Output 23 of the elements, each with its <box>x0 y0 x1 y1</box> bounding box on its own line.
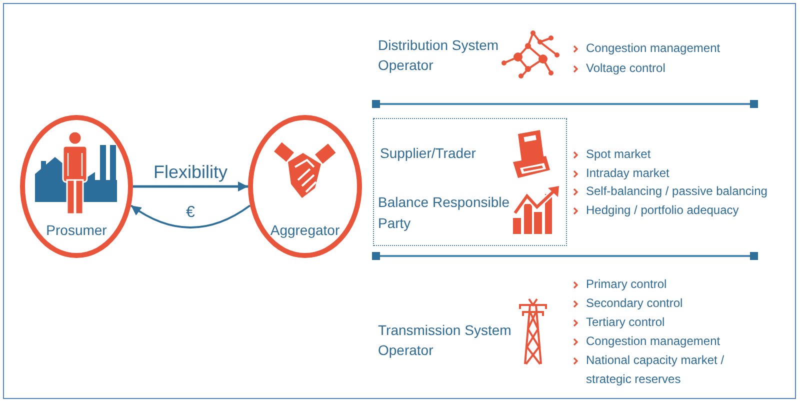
role-label: Supplier/Trader <box>380 144 476 163</box>
node-label: Prosumer <box>46 221 107 240</box>
arrow <box>133 182 248 192</box>
bullet-text: National capacity market / strategic reserves <box>586 352 726 388</box>
dotted-group-box <box>373 118 567 246</box>
node-label: Aggregator <box>270 221 340 240</box>
bullet-text: Secondary control <box>586 295 683 312</box>
role-circle <box>20 115 133 258</box>
bullet-text: Congestion management <box>586 40 720 57</box>
role-label: Balance Responsible Party <box>378 193 511 233</box>
edge-label: Flexibility <box>154 162 228 182</box>
section-title: Distribution System Operator <box>378 36 500 75</box>
bullet-text: Primary control <box>586 276 667 293</box>
bullet-text: Voltage control <box>586 60 666 77</box>
bullet-text: Tertiary control <box>586 314 665 331</box>
role-circle <box>248 115 362 258</box>
bullet-text: Congestion management <box>586 333 720 350</box>
bullet-text: Spot market <box>586 146 651 163</box>
bullet-text: Self-balancing / passive balancing <box>586 183 768 200</box>
bullet-text: Intraday market <box>586 165 670 182</box>
bullet-text: Hedging / portfolio adequacy <box>586 202 739 219</box>
curved-arrow <box>130 204 251 228</box>
section-title: Transmission System Operator <box>378 321 512 360</box>
